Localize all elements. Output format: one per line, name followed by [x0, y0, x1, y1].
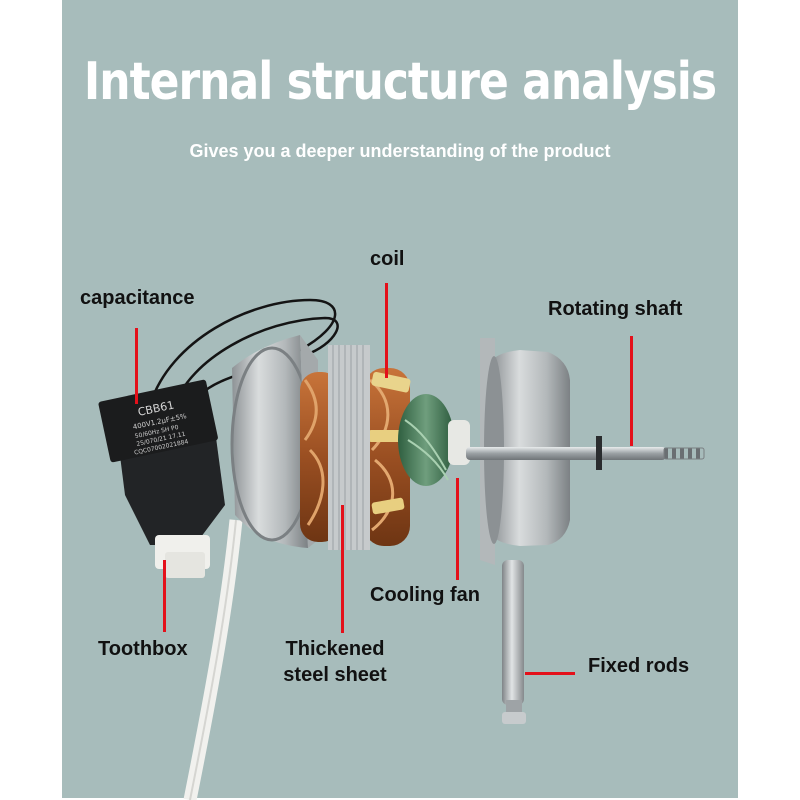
rotor-armature: [398, 394, 470, 486]
leader-line-cooling-fan: [456, 478, 459, 580]
label-rotating-shaft: Rotating shaft: [548, 298, 683, 320]
label-thickened-line1: Thickened: [285, 638, 385, 660]
fixed-rod: [502, 560, 526, 724]
steel-sheet-stack: [328, 345, 370, 550]
leader-line-rotating-shaft: [630, 336, 633, 446]
label-coil: coil: [370, 248, 405, 270]
leader-line-fixed-rods: [525, 672, 575, 675]
label-capacitance: capacitance: [80, 287, 195, 309]
label-toothbox: Toothbox: [98, 638, 188, 660]
cooling-fan-hub: [448, 420, 470, 465]
label-thickened-steel-sheet: Thickened steel sheet: [272, 636, 398, 688]
leader-line-coil: [385, 283, 388, 378]
label-thickened-line2: steel sheet: [283, 664, 387, 686]
rotating-shaft: [466, 436, 705, 470]
leader-line-capacitance: [135, 328, 138, 404]
label-cooling-fan: Cooling fan: [370, 584, 480, 606]
label-fixed-rods: Fixed rods: [588, 655, 690, 677]
leader-line-toothbox: [163, 560, 166, 632]
toothbox-housing: [118, 430, 225, 545]
page-subtitle: Gives you a deeper understanding of the …: [189, 141, 611, 161]
leader-line-thickened-steel-sheet: [341, 505, 344, 633]
capacitor: CBB61 400V1.2μF±5% 50/60Hz SH P0 25/070/…: [98, 379, 218, 463]
page-title: Internal structure analysis: [83, 52, 717, 113]
